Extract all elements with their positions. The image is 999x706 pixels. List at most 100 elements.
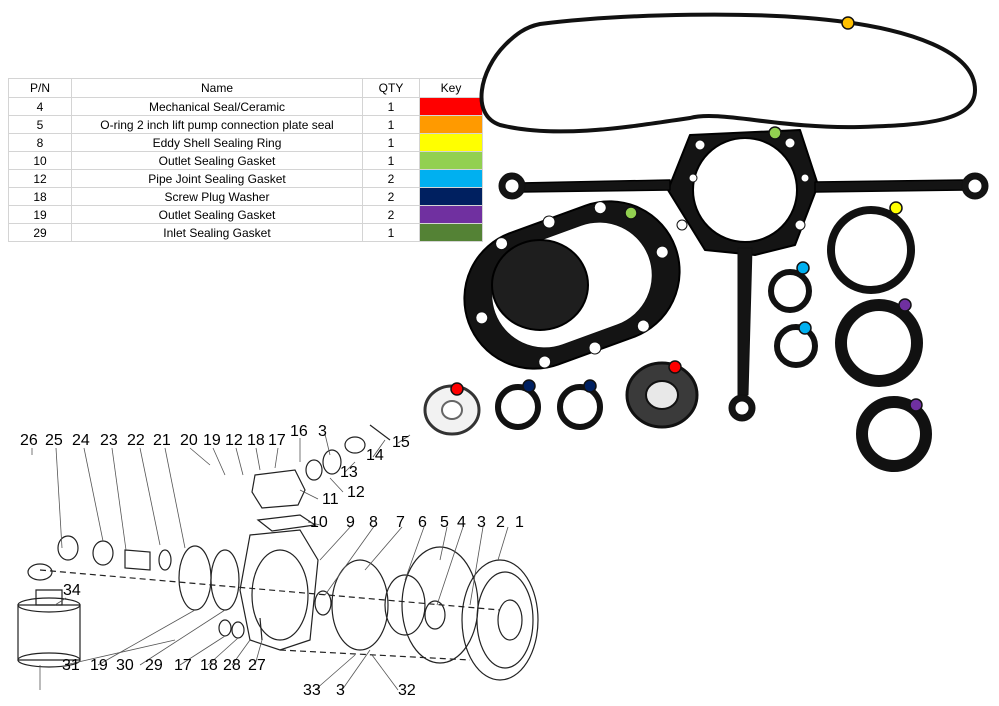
screw-plug-washer-1 — [495, 384, 541, 430]
impeller — [384, 574, 426, 636]
callout-number: 10 — [310, 514, 328, 531]
callout-number: 3 — [477, 514, 486, 531]
callout-number: 2 — [496, 514, 505, 531]
callout-number: 4 — [457, 514, 466, 531]
callout-number: 12 — [225, 432, 243, 449]
callout-number: 7 — [396, 514, 405, 531]
outlet-gasket-hex — [498, 129, 989, 422]
callout-number: 30 — [116, 657, 134, 674]
screw-plug-washer-2 — [557, 384, 603, 430]
key-dot-orange — [841, 16, 855, 30]
callout-number: 31 — [62, 657, 80, 674]
callout-number: 3 — [318, 423, 327, 440]
key-swatch — [420, 98, 482, 115]
key-dot-navy-1 — [522, 379, 536, 393]
callout-number: 3 — [336, 682, 345, 699]
strainer — [17, 604, 81, 661]
key-dot-light-green-2 — [624, 206, 638, 220]
callout-number: 13 — [340, 464, 358, 481]
callout-number: 22 — [127, 432, 145, 449]
key-swatch — [420, 170, 482, 187]
cell-key — [419, 223, 483, 242]
cell-key — [419, 205, 483, 224]
key-dot-blue-2 — [798, 321, 812, 335]
pump-drawing — [17, 424, 539, 691]
cell-name: Pipe Joint Sealing Gasket — [71, 169, 363, 188]
callout-number: 1 — [515, 514, 524, 531]
key-dot-navy-2 — [583, 379, 597, 393]
outlet-gasket-10 — [256, 514, 317, 532]
callout-number: 11 — [322, 491, 339, 508]
callout-number: 32 — [398, 682, 416, 699]
callout-number: 15 — [392, 434, 410, 451]
outlet-sealing-gasket-2 — [856, 396, 932, 472]
key-dots — [450, 16, 923, 412]
callout-number: 9 — [346, 514, 355, 531]
callout-number: 12 — [347, 484, 365, 501]
inlet-flange — [178, 545, 212, 611]
cell-key — [419, 151, 483, 170]
callout-number: 17 — [174, 657, 192, 674]
callout-number: 17 — [268, 432, 286, 449]
key-dot-purple-2 — [909, 398, 923, 412]
o-ring-5 — [401, 546, 479, 664]
callout-number: 18 — [200, 657, 218, 674]
key-swatch — [420, 188, 482, 205]
rubber-flap-valve — [491, 239, 589, 331]
callout-number: 28 — [223, 657, 241, 674]
key-swatch — [420, 116, 482, 133]
callout-number: 24 — [72, 432, 90, 449]
cell-pn: 10 — [8, 151, 72, 170]
callout-number: 23 — [100, 432, 118, 449]
large-o-ring — [479, 12, 977, 134]
cell-name: Inlet Sealing Gasket — [71, 223, 363, 242]
callout-number: 27 — [248, 657, 266, 674]
diffuser — [331, 559, 389, 651]
key-dot-red-1 — [450, 382, 464, 396]
callout-number: 29 — [145, 657, 163, 674]
key-swatch — [420, 206, 482, 223]
outlet-sealing-gasket-1 — [835, 299, 923, 387]
callout-number: 6 — [418, 514, 427, 531]
callout-number: 18 — [247, 432, 265, 449]
callout-number: 25 — [45, 432, 63, 449]
callout-number: 5 — [440, 514, 449, 531]
callout-number: 8 — [369, 514, 378, 531]
housing-ring-8 — [314, 590, 332, 616]
rear-cover — [461, 559, 539, 681]
cell-key — [419, 187, 483, 206]
callout-number: 21 — [153, 432, 171, 449]
cell-name: Eddy Shell Sealing Ring — [71, 133, 363, 152]
pump-housing — [239, 529, 319, 651]
key-dot-light-green — [768, 126, 782, 140]
pipe-joint-gasket-2 — [774, 324, 818, 368]
callout-number: 16 — [290, 423, 308, 440]
eddy-shell-ring — [827, 206, 915, 294]
outlet-body — [251, 469, 306, 509]
key-dot-blue-1 — [796, 261, 810, 275]
key-dot-red-2 — [668, 360, 682, 374]
callout-number: 34 — [63, 582, 81, 599]
callout-number: 14 — [366, 447, 384, 464]
key-swatch — [420, 224, 482, 241]
callout-number: 26 — [20, 432, 38, 449]
callout-number: 33 — [303, 682, 321, 699]
callout-numbers: 26 25 24 23 22 21 20 19 12 18 17 16 3 13… — [20, 423, 524, 699]
key-dot-yellow — [889, 201, 903, 215]
inlet-gasket-29 — [210, 549, 240, 611]
key-swatch — [420, 152, 482, 169]
pipe-joint-gasket-1 — [768, 269, 812, 313]
key-swatch — [420, 134, 482, 151]
callout-number: 19 — [90, 657, 108, 674]
callout-number: 20 — [180, 432, 198, 449]
callout-number: 19 — [203, 432, 221, 449]
seal-assembly — [424, 600, 446, 630]
cell-key — [419, 133, 483, 152]
key-dot-purple-1 — [898, 298, 912, 312]
